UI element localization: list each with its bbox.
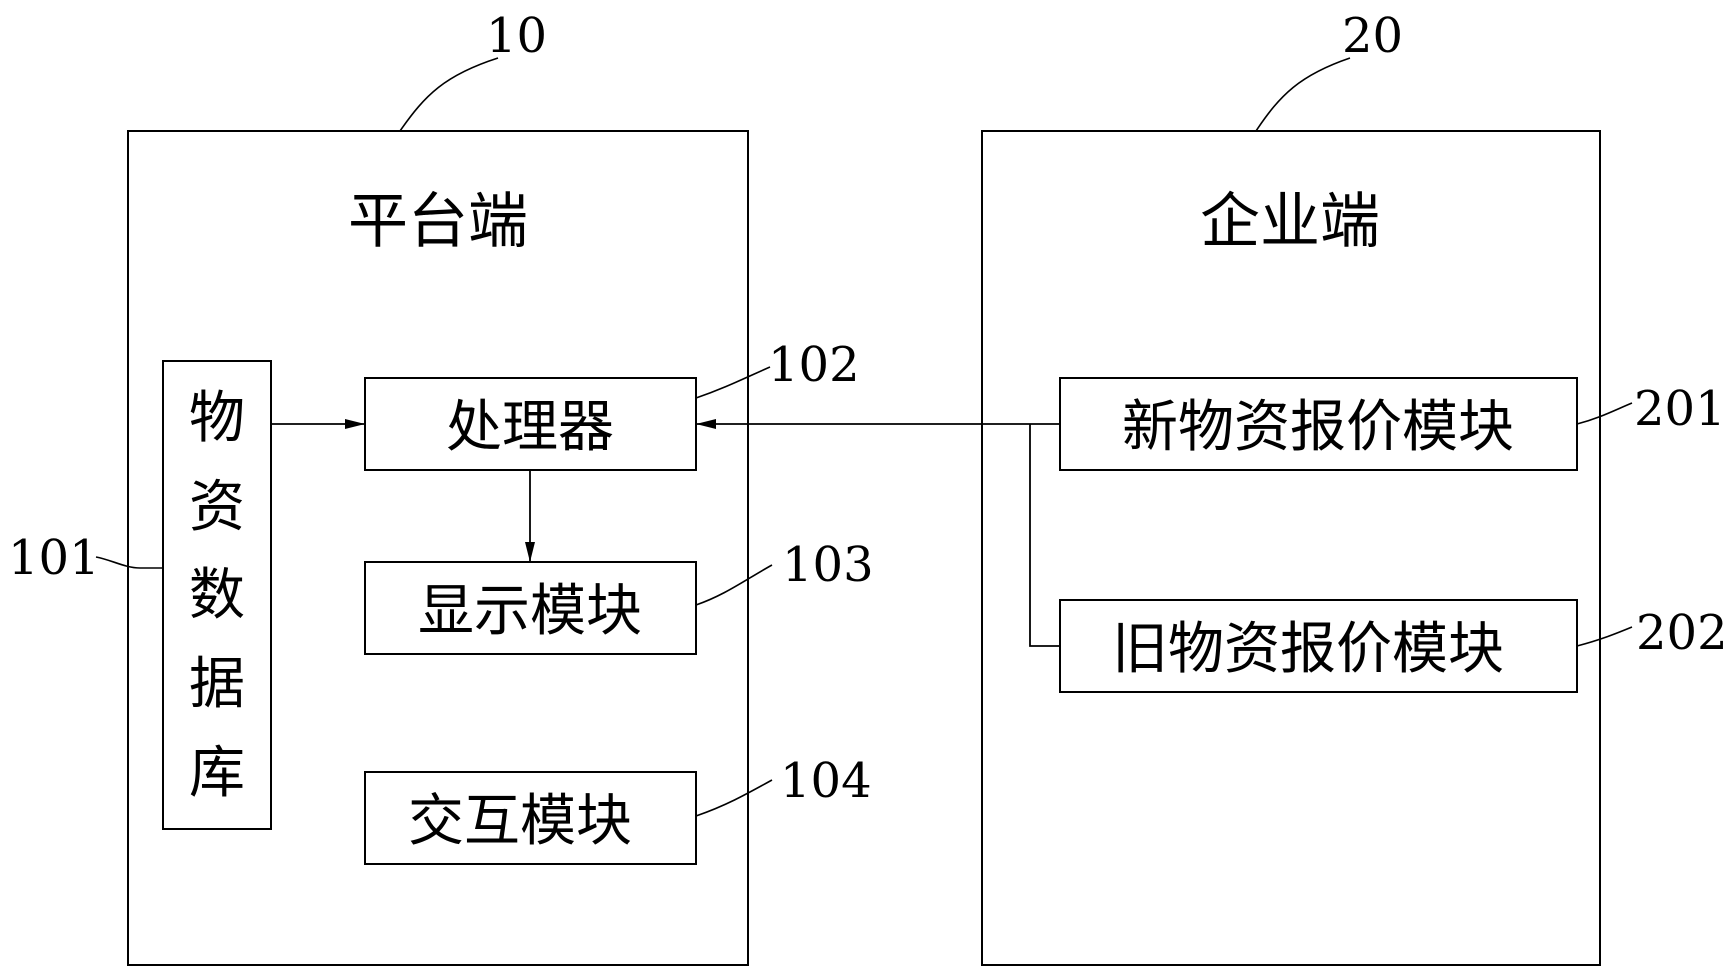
new-quote-box	[1059, 377, 1578, 471]
display-label: 显示模块	[418, 579, 642, 644]
database-label-char: 据	[189, 652, 245, 717]
display-box	[364, 561, 697, 655]
processor-ref-number: 102	[768, 337, 860, 393]
new-quote-label: 新物资报价模块	[1122, 395, 1514, 460]
display-ref-number: 103	[782, 537, 874, 593]
database-label-char: 数	[189, 563, 245, 628]
enterprise-group: 企业端 20 新物资报价模块 201 旧物资报价模块 202	[981, 8, 1726, 966]
database-label-char: 资	[189, 475, 245, 540]
database-label-char: 库	[189, 741, 245, 806]
platform-ref-leader	[399, 57, 499, 132]
enterprise-ref-leader	[1255, 57, 1351, 132]
new-quote-ref-number: 201	[1634, 381, 1726, 437]
old-quote-ref-number: 202	[1636, 605, 1726, 661]
platform-title: 平台端	[348, 187, 528, 257]
database-label: 物 资 数 据 库	[189, 386, 245, 806]
database-ref-number: 101	[8, 530, 100, 586]
processor-label: 处理器	[446, 395, 614, 460]
platform-ref-number: 10	[486, 8, 547, 64]
processor-ref-leader	[695, 366, 771, 399]
old-quote-label: 旧物资报价模块	[1112, 617, 1504, 682]
interaction-ref-number: 104	[780, 753, 872, 809]
enterprise-ref-number: 20	[1342, 8, 1403, 64]
database-box	[162, 360, 272, 830]
database-ref-leader	[95, 556, 163, 569]
platform-group: 平台端 10 物 资 数 据 库 101 处理器 102 显示模块 103 交互…	[8, 8, 874, 966]
interaction-box	[364, 771, 697, 865]
enterprise-title: 企业端	[1200, 187, 1380, 257]
old-quote-branch-line	[1029, 424, 1060, 647]
old-quote-ref-leader	[1576, 626, 1633, 647]
interaction-ref-leader	[695, 779, 773, 817]
enterprise-box	[981, 130, 1601, 966]
display-ref-leader	[695, 564, 773, 606]
interaction-label: 交互模块	[408, 789, 632, 854]
database-label-char: 物	[189, 386, 245, 451]
quote-to-processor-connector	[696, 419, 1060, 647]
new-quote-ref-leader	[1576, 402, 1633, 425]
